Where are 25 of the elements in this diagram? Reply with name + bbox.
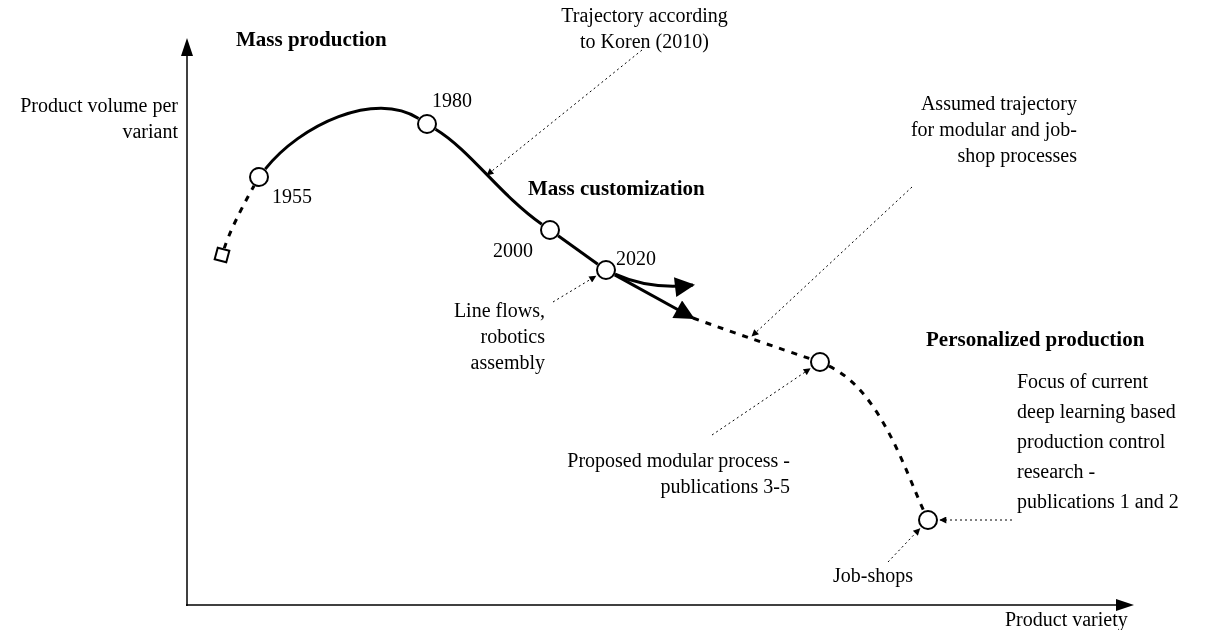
leader-line [887,528,921,563]
leader-line [552,275,597,303]
year-label: 2000 [493,238,533,262]
annotation-text: Line flows, robotics assembly [430,297,545,375]
year-label: 2020 [616,246,656,270]
axis-label: Product variety [1005,607,1129,630]
trajectory-line [557,234,599,266]
year-label: 1955 [272,184,312,208]
phase-heading: Mass production [236,26,388,52]
start-square [213,246,231,264]
trajectory-line [692,316,811,361]
annotation-text: Trajectory according to Koren (2010) [552,2,737,54]
leader-line [486,49,643,176]
leader-line [751,186,913,337]
leader-line [939,516,1013,524]
year-label: 1980 [432,88,472,112]
axis-label: Product volume per variant [20,93,178,144]
annotation-text: Assumed trajectory for modular and job-shop processes [895,90,1077,168]
phase-heading: Personalized production [926,326,1146,352]
leader-line [711,368,811,436]
trajectory-line [434,127,543,226]
annotation-text: Focus of current deep learning based production control research - publications 1 and 2 [1017,366,1189,516]
annotation-text: Job-shops [833,562,913,588]
phase-heading: Mass customization [528,175,706,201]
annotation-text: Proposed modular process - publications 3-5 [545,447,790,499]
